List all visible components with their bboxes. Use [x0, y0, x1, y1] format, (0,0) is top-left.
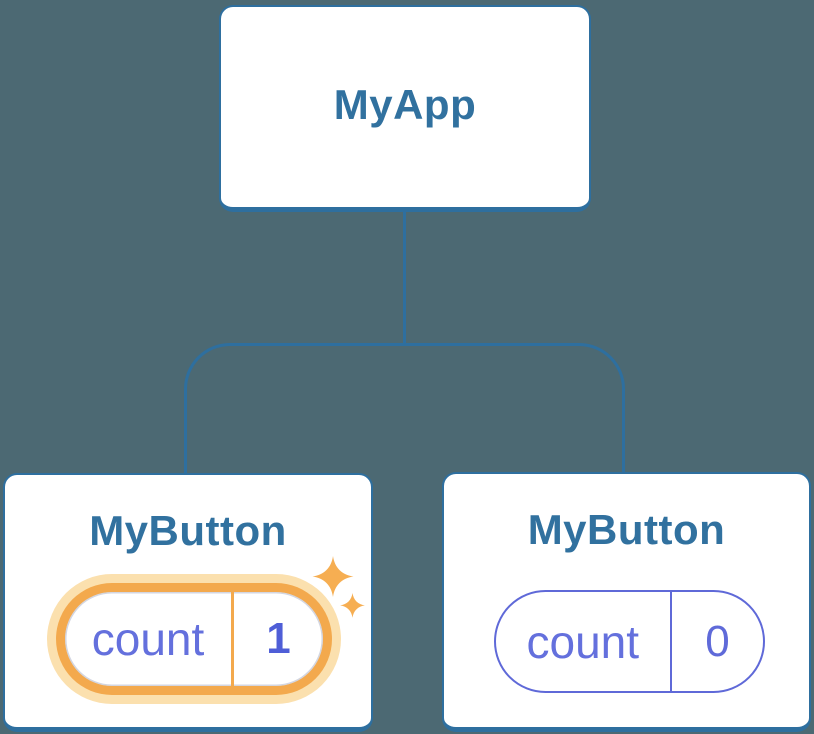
- state-value: 0: [705, 616, 730, 666]
- pill-divider: [669, 592, 672, 691]
- state-pill-count-0: count 0: [494, 590, 765, 693]
- state-key-label: count: [526, 615, 640, 668]
- state-pill-highlight-glow: count 1: [47, 574, 341, 704]
- component-node-root: MyApp: [219, 5, 591, 212]
- state-pill-highlight-ring: count 1: [56, 583, 332, 695]
- component-node-button-2: MyButton count 0: [442, 472, 811, 732]
- sparkle-icon: [312, 556, 365, 618]
- button-1-label: MyButton: [89, 507, 287, 554]
- root-node-label: MyApp: [333, 81, 477, 129]
- state-value: 1: [266, 614, 291, 663]
- button-2-label: MyButton: [527, 506, 726, 553]
- pill-divider: [231, 592, 234, 686]
- state-key-label: count: [91, 613, 205, 665]
- component-node-button-1: MyButton count 1: [3, 473, 373, 732]
- tree-connector-stem: [403, 209, 406, 346]
- tree-connector-branch: [184, 343, 625, 475]
- state-pill-count-1: count 1: [65, 592, 323, 686]
